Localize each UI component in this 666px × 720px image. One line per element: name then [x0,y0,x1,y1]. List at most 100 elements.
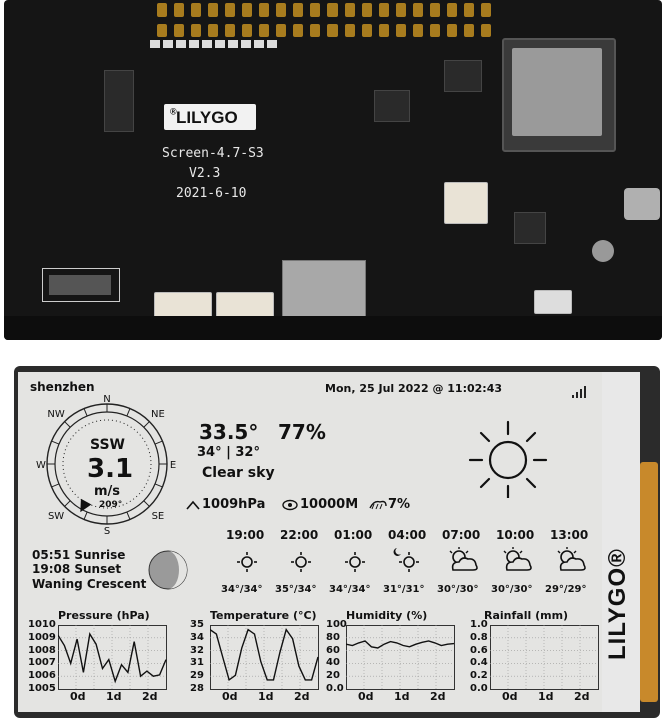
forecast-temperature: 29°/29° [545,584,587,595]
graph-x-tick: 0d [222,690,238,703]
esp32-module [502,38,616,152]
graph-x-tick: 1d [394,690,410,703]
pcb-logo: LILYGO® [164,104,256,130]
ribbon-connector [42,268,120,302]
graph-plot-area [346,625,455,690]
graph-y-tick: 0.2 [470,670,488,682]
graph-y-tick: 1005 [28,683,56,694]
graph-y-tick: 1007 [28,657,56,669]
graph-y-tick: 34 [190,631,204,643]
forecast-temperature: 31°/31° [383,584,425,595]
graph-y-tick: 1006 [28,670,56,682]
graph-x-tick: 2d [430,690,446,703]
pressure-value: 1009hPa [202,497,266,512]
current-temperature: 33.5° [199,420,259,444]
sunrise-time: 05:51 Sunrise [32,548,126,562]
sun-small-icon [345,552,365,572]
graph-plot-area [490,625,599,690]
graph-y-tick: 31 [190,657,204,669]
graph-title: Rainfall (mm) [484,609,569,622]
weather-condition: Clear sky [202,465,275,481]
moon-phase: Waning Crescent [32,577,147,591]
sun-small-icon [237,552,257,572]
flex-cable [640,462,658,702]
graph-y-tick: 60 [326,644,340,656]
display-side-panel [602,372,640,712]
pcb-board: LILYGO® Screen-4.7-S3 V2.3 2021-6-10 [4,0,662,340]
graph-y-tick: 40 [326,657,340,669]
forecast-temperature: 30°/30° [437,584,479,595]
graph-y-tick: 1008 [28,644,56,656]
compass-label-s: S [104,526,110,534]
current-humidity: 77% [278,420,326,444]
wifi-signal-icon [572,386,586,398]
graph-y-tick: 0.6 [470,644,488,656]
compass-label-sw: SW [48,511,64,522]
wind-direction: SSW [90,437,125,453]
precipitation-probability: 7% [388,497,411,512]
graph-series-line [210,627,319,682]
graph-plot-area [58,625,167,690]
graph-x-tick: 1d [538,690,554,703]
forecast-time: 07:00 [442,528,481,542]
graph-y-tick: 28 [190,683,204,694]
graph-plot-area [210,625,319,690]
graph-y-tick: 1.0 [470,619,488,630]
sunset-time: 19:08 Sunset [32,562,122,576]
graph-series-line [58,632,167,684]
graph-title: Pressure (hPa) [58,609,150,622]
compass-label-w: W [36,460,46,471]
forecast-temperature: 34°/34° [221,584,263,595]
graph-series-line [346,640,455,649]
forecast-temperature: 30°/30° [491,584,533,595]
graph-x-tick: 2d [294,690,310,703]
graph-x-tick: 2d [142,690,158,703]
forecast-temperature: 35°/34° [275,584,317,595]
graph-y-tick: 80 [326,631,340,643]
compass-label-se: SE [152,511,165,522]
battery-connector [444,182,488,224]
epaper-screen [18,372,602,712]
graph-x-tick: 0d [70,690,86,703]
graph-y-tick: 0.0 [470,683,488,694]
sun-small-icon [291,552,311,572]
graph-y-tick: 20 [326,670,340,682]
usb-c-port [624,188,660,220]
forecast-time: 04:00 [388,528,427,542]
chip [444,60,482,92]
forecast-time: 22:00 [280,528,319,542]
chip [104,70,134,132]
compass-label-nw: NW [47,409,64,420]
chip [374,90,410,122]
compass-label-ne: NE [151,409,165,420]
sun-cloud-icon [503,547,532,571]
graph-x-tick: 0d [502,690,518,703]
precipitation-icon [369,500,387,510]
fpc-connector [534,290,572,314]
wind-speed: 3.1 [87,454,134,484]
graph-y-tick: 100 [326,619,347,630]
gpio-pin-header [154,0,494,40]
wind-direction-arrow [80,498,92,513]
pcb-date: 2021-6-10 [176,186,247,201]
date-time: Mon, 25 Jul 2022 @ 11:02:43 [325,382,502,395]
buzzer [592,240,614,262]
chip [514,212,546,244]
graph-x-tick: 1d [106,690,122,703]
visibility-value: 10000M [300,497,359,512]
visibility-eye-icon [282,499,298,511]
forecast-temperature: 34°/34° [329,584,371,595]
graph-y-tick: 1010 [28,619,56,630]
forecast-time: 01:00 [334,528,373,542]
graph-y-tick: 35 [190,619,204,630]
moon-sun-icon [393,548,419,572]
moon-icon [148,550,188,590]
graph-y-tick: 0.8 [470,631,488,643]
graph-y-tick: 1009 [28,631,56,643]
graph-x-tick: 1d [258,690,274,703]
compass-label-e: E [170,460,176,471]
graph-y-tick: 29 [190,670,204,682]
pressure-icon [186,500,200,510]
pcb-board-name: Screen-4.7-S3 [162,146,264,161]
pcb-version: V2.3 [189,166,221,181]
